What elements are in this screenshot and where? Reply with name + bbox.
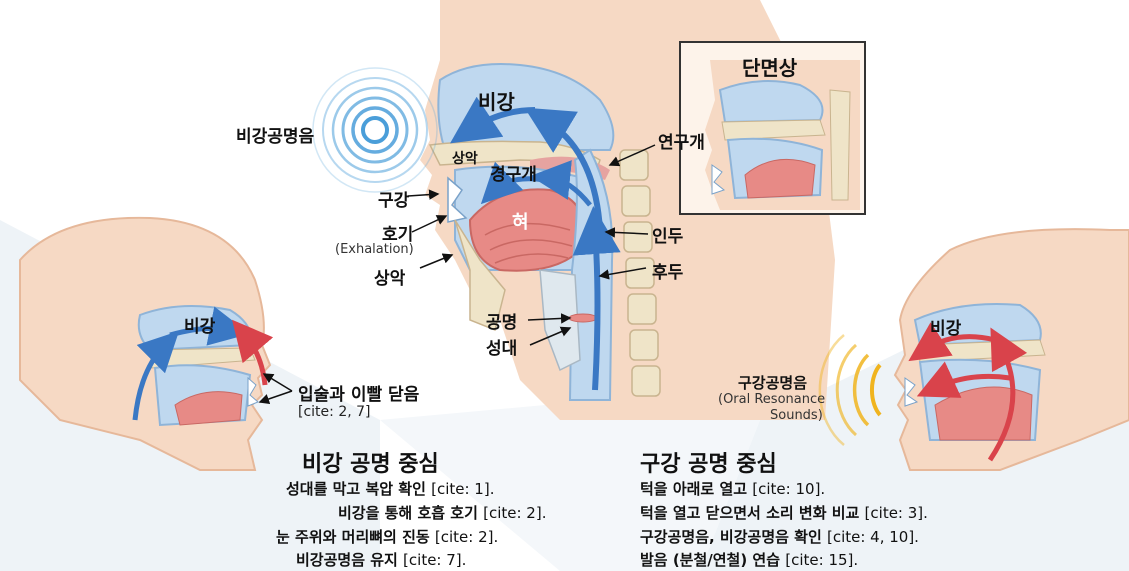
label-nasal-resonance: 비강공명음: [236, 122, 314, 147]
label-nasal-cavity-right: 비강: [930, 314, 961, 339]
label-exhalation-en: (Exhalation): [335, 242, 414, 257]
label-hard-palate: 경구개: [490, 160, 537, 185]
label-oral-resonance-en1: (Oral Resonance: [718, 392, 825, 407]
label-nasal-cavity-left: 비강: [184, 312, 215, 337]
right-line-4: 발음 (분철/연철) 연습 [cite: 15].: [640, 549, 858, 570]
label-nasal-cavity-center: 비강: [478, 86, 515, 115]
label-soft-palate: 연구개: [658, 128, 705, 153]
label-resonance: 공명: [486, 308, 517, 333]
left-panel-heading: 비강 공명 중심: [302, 446, 439, 478]
right-line-1: 턱을 아래로 열고 [cite: 10].: [640, 478, 825, 499]
right-line-3: 구강공명음, 비강공명음 확인 [cite: 4, 10].: [640, 526, 919, 547]
label-vocal-cords: 성대: [486, 334, 517, 359]
label-oral-resonance: 구강공명음: [738, 372, 807, 393]
label-oral-cavity: 구강: [378, 186, 409, 211]
label-pharynx: 인두: [652, 222, 683, 247]
left-line-3: 눈 주위와 머리뼈의 진동 [cite: 2].: [276, 526, 498, 547]
label-oral-resonance-en2: Sounds): [770, 408, 823, 423]
label-lips-closed-cite: [cite: 2, 7]: [298, 404, 371, 420]
label-cross-section: 단면상: [742, 52, 797, 81]
label-tongue: 혀: [512, 208, 529, 234]
right-line-2: 턱을 열고 닫으면서 소리 변화 비교 [cite: 3].: [640, 502, 928, 523]
left-line-4: 비강공명음 유지 [cite: 7].: [296, 549, 466, 570]
label-larynx: 후두: [652, 258, 683, 283]
label-lips-closed: 입술과 이빨 닫음: [298, 380, 419, 405]
label-upper-jaw: 상악: [374, 264, 405, 289]
left-line-1: 성대를 막고 복압 확인 [cite: 1].: [286, 478, 494, 499]
right-panel-heading: 구강 공명 중심: [640, 446, 777, 478]
label-upper-lip: 상악: [452, 148, 478, 168]
left-line-2: 비강을 통해 호흡 호기 [cite: 2].: [338, 502, 546, 523]
